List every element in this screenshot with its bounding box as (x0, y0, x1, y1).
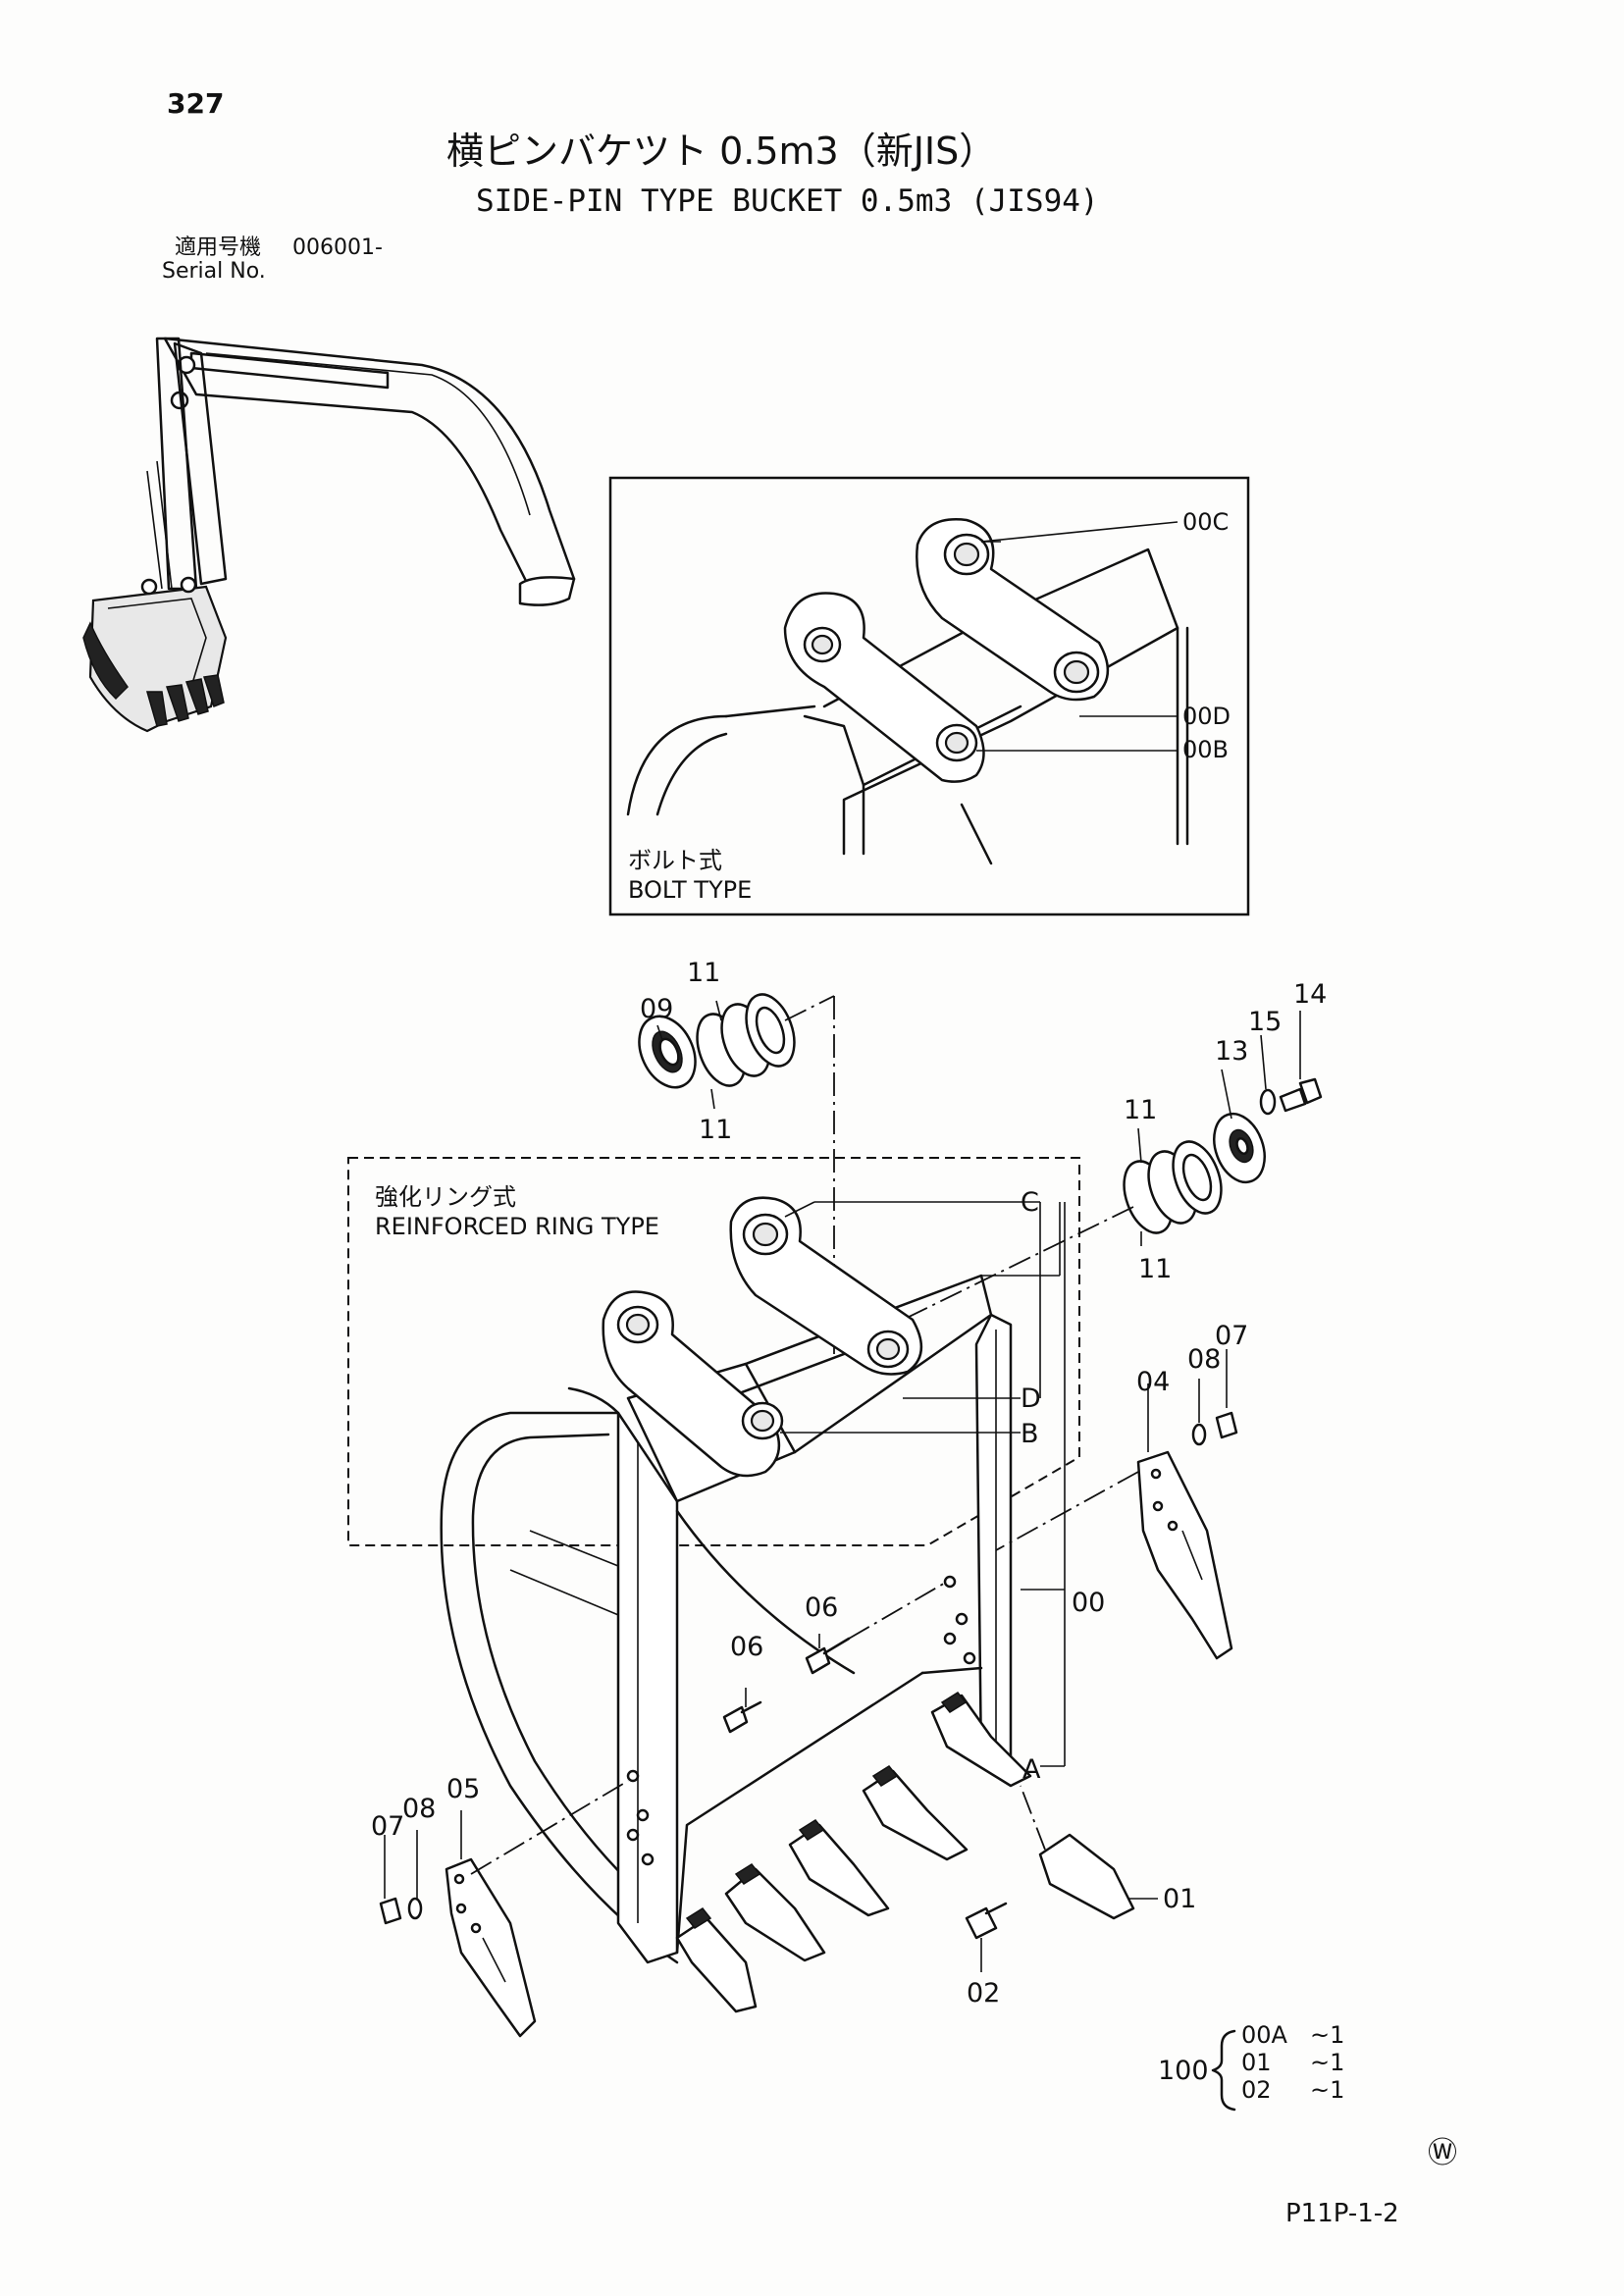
excavator-overview-drawing (82, 337, 576, 733)
page-code: P11P-1-2 (1285, 2199, 1399, 2228)
callout-D: D (1021, 1383, 1041, 1414)
bolt-type-label-english: BOLT TYPE (628, 876, 753, 904)
bolt-type-label-japanese: ボルト式 (628, 847, 722, 874)
callout-A: A (1022, 1754, 1041, 1785)
title-english: SIDE-PIN TYPE BUCKET 0.5m3 (JIS94) (476, 183, 1099, 219)
kit-item-part: 02 (1241, 2076, 1272, 2104)
kit-item-part: 00A (1241, 2021, 1287, 2049)
bucket-main-drawing (440, 1196, 1066, 2013)
callout-11-right-lower: 11 (1138, 1254, 1173, 1284)
callout-11-top: 11 (687, 958, 721, 988)
kit-item-qty: ~1 (1310, 2021, 1345, 2049)
callout-06-lower: 06 (730, 1632, 764, 1662)
side-cutters-and-hardware (379, 1000, 1301, 2112)
callout-14: 14 (1293, 979, 1328, 1010)
title-japanese: 横ピンバケツト 0.5m3（新JIS） (446, 130, 997, 173)
bolt-type-inset (608, 476, 1250, 916)
kit-code: 100 (1158, 2056, 1209, 2086)
callout-01: 01 (1163, 1884, 1197, 1914)
callout-07-right: 07 (1215, 1321, 1249, 1351)
serial-label-japanese: 適用号機 (175, 235, 262, 260)
callout-00D: 00D (1182, 703, 1231, 730)
callout-13: 13 (1215, 1036, 1249, 1067)
kit-item-qty: ~1 (1310, 2076, 1345, 2104)
callout-11-lower: 11 (699, 1115, 733, 1145)
callout-09: 09 (640, 994, 674, 1024)
callout-00B: 00B (1182, 736, 1230, 763)
callout-00C: 00C (1182, 508, 1230, 536)
page-number: 327 (167, 87, 225, 120)
callout-08-left: 08 (402, 1794, 437, 1824)
callout-00: 00 (1072, 1588, 1106, 1618)
callout-04: 04 (1136, 1367, 1171, 1397)
ring-type-label-english: REINFORCED RING TYPE (375, 1213, 659, 1240)
kit-item-part: 01 (1241, 2049, 1272, 2076)
serial-label-english: Serial No. (162, 259, 266, 284)
ring-type-label-japanese: 強化リング式 (375, 1183, 516, 1211)
kit-item-qty: ~1 (1310, 2049, 1345, 2076)
circled-w-mark: Ⓦ (1428, 2136, 1457, 2170)
callout-02: 02 (967, 1978, 1001, 2009)
callout-C: C (1021, 1187, 1039, 1218)
ring-parts-exploded (638, 993, 1323, 1354)
callout-B: B (1021, 1419, 1039, 1449)
callout-07-left: 07 (371, 1811, 405, 1842)
callout-11-right-top: 11 (1124, 1095, 1158, 1125)
callout-08-right: 08 (1187, 1344, 1222, 1375)
serial-number-value: 006001- (292, 235, 383, 260)
callout-15: 15 (1248, 1007, 1283, 1037)
callout-05: 05 (446, 1774, 481, 1804)
callout-06-upper: 06 (805, 1592, 839, 1623)
